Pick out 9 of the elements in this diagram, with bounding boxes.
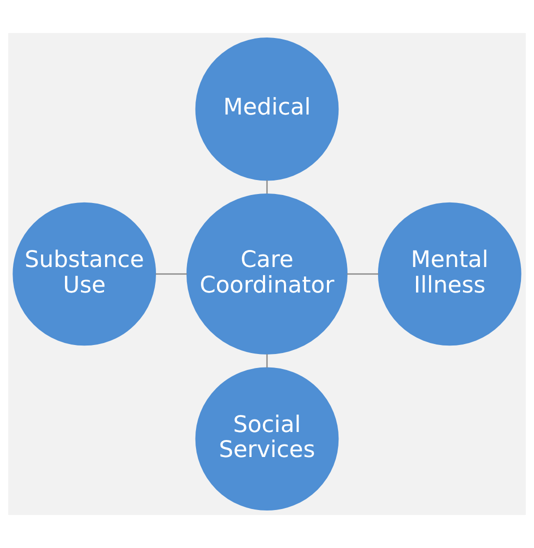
connector (266, 354, 268, 368)
node-circle: Mental Illness (378, 202, 522, 346)
connector (346, 273, 379, 275)
node-circle: Care Coordinator (186, 193, 348, 355)
node-circle: Medical (195, 37, 339, 181)
node-circle: Substance Use (12, 202, 156, 346)
connector (266, 180, 268, 194)
connector (156, 273, 187, 275)
node-circle: Social Services (195, 367, 339, 511)
